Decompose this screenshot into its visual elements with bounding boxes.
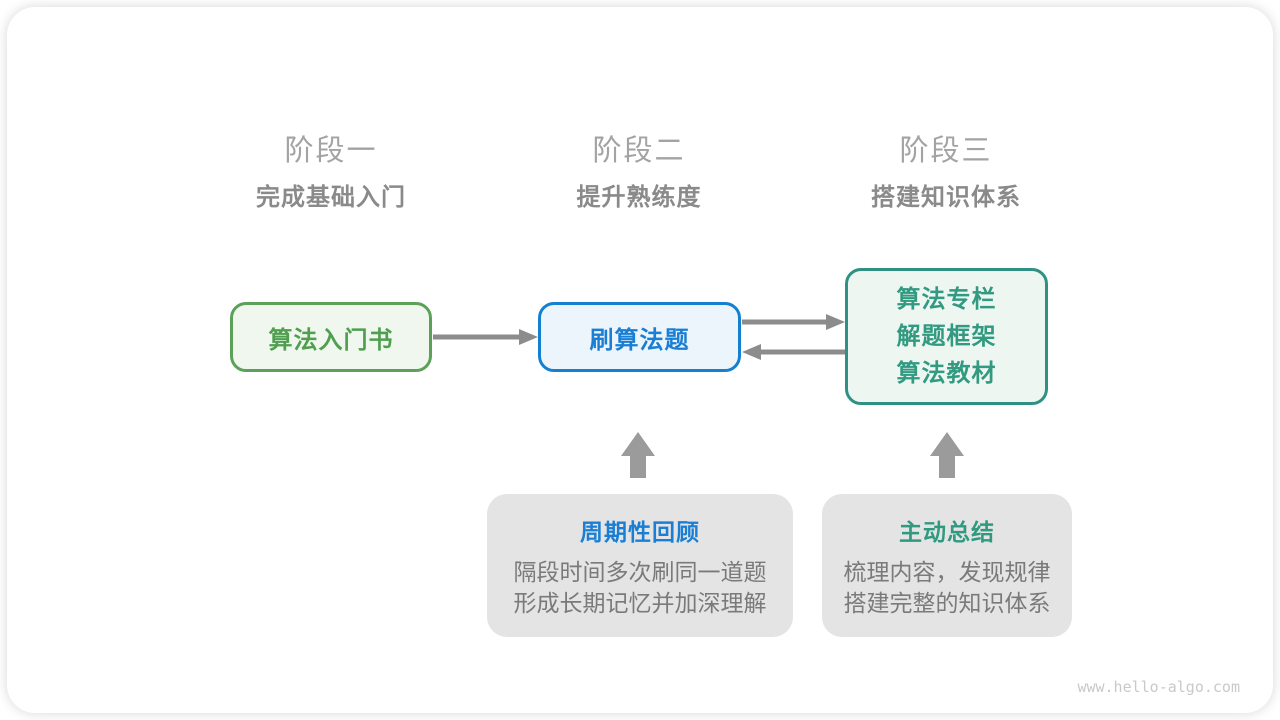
stage1-subtitle: 完成基础入门 <box>256 184 406 211</box>
note-periodic-review-line1: 隔段时间多次刷同一道题 <box>513 559 767 585</box>
note-periodic-review: 周期性回顾 隔段时间多次刷同一道题 形成长期记忆并加深理解 <box>487 494 793 637</box>
node-resources-line1: 算法专栏 <box>896 286 997 313</box>
arrow-up-icon <box>621 432 655 478</box>
arrow-up-icon <box>930 432 964 478</box>
arrow-right-icon <box>433 329 538 345</box>
stage2-subtitle: 提升熟练度 <box>576 184 702 211</box>
note-active-summary-body: 梳理内容，发现规律 搭建完整的知识体系 <box>822 557 1072 619</box>
node-resources-line2: 解题框架 <box>896 323 997 350</box>
stage2-title: 阶段二 <box>592 135 686 167</box>
node-resources-line3: 算法教材 <box>896 360 997 387</box>
node-resources: 算法专栏 解题框架 算法教材 <box>845 268 1048 405</box>
note-active-summary-title: 主动总结 <box>899 519 995 545</box>
node-practice: 刷算法题 <box>538 302 741 372</box>
note-periodic-review-title: 周期性回顾 <box>580 519 700 545</box>
stage1-title: 阶段一 <box>284 135 378 167</box>
node-intro-book-label: 算法入门书 <box>268 326 394 354</box>
note-active-summary-line1: 梳理内容，发现规律 <box>843 559 1051 585</box>
node-intro-book: 算法入门书 <box>230 302 432 372</box>
arrow-left-icon <box>742 344 845 360</box>
node-practice-label: 刷算法题 <box>589 326 690 354</box>
arrow-right-icon <box>742 314 845 330</box>
note-periodic-review-line2: 形成长期记忆并加深理解 <box>513 590 767 616</box>
note-active-summary: 主动总结 梳理内容，发现规律 搭建完整的知识体系 <box>822 494 1072 637</box>
note-active-summary-line2: 搭建完整的知识体系 <box>843 590 1051 616</box>
stage3-subtitle: 搭建知识体系 <box>871 184 1021 211</box>
stage3-title: 阶段三 <box>899 135 993 167</box>
watermark: www.hello-algo.com <box>1077 678 1240 696</box>
note-periodic-review-body: 隔段时间多次刷同一道题 形成长期记忆并加深理解 <box>487 557 793 619</box>
